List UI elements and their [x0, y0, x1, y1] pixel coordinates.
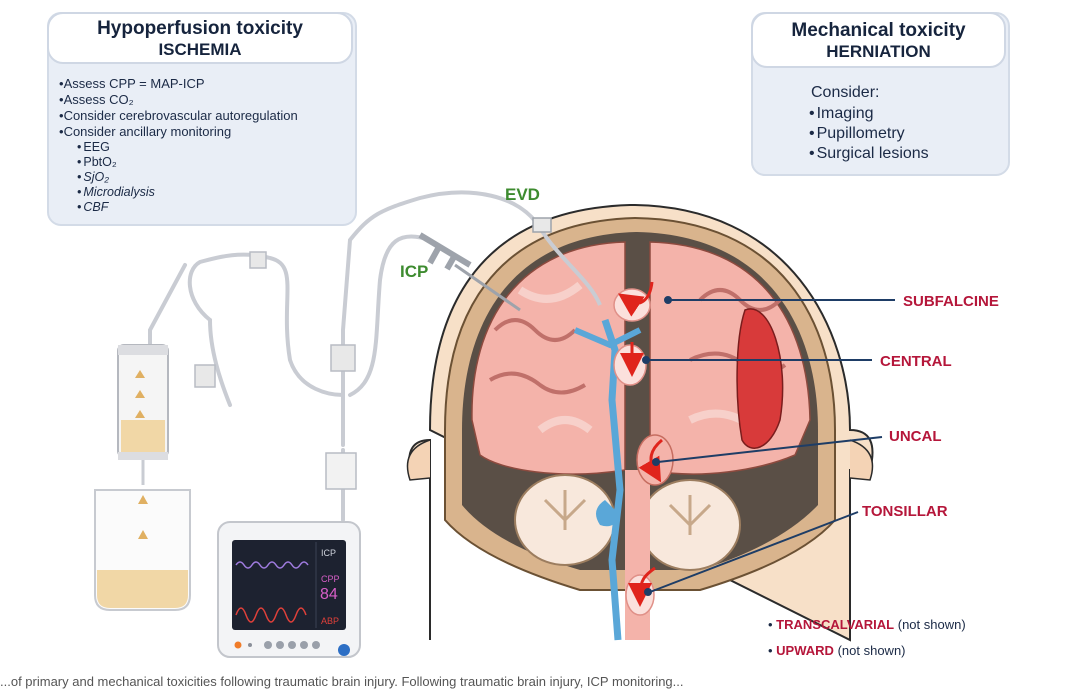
note-transcalvarial: TRANSCALVARIAL (not shown)	[768, 617, 966, 632]
ischemia-panel: Hypoperfusion toxicity ISCHEMIA Assess C…	[47, 12, 357, 226]
monitoring-item: Microdialysis	[77, 185, 298, 200]
central-label: CENTRAL	[880, 353, 952, 370]
note-upward: UPWARD (not shown)	[768, 643, 906, 658]
hematoma	[736, 308, 784, 449]
note-suffix: (not shown)	[897, 617, 966, 632]
herniation-consider: Consider:	[811, 84, 880, 101]
monitor-cpp-label: CPP	[321, 574, 340, 584]
monitoring-item: PbtO₂	[77, 155, 298, 170]
herniation-list: Imaging Pupillometry Surgical lesions	[809, 104, 929, 164]
herniation-item: Surgical lesions	[809, 144, 929, 164]
note-key: TRANSCALVARIAL	[768, 617, 894, 632]
clamp	[249, 251, 267, 269]
herniation-panel: Mechanical toxicity HERNIATION Consider:…	[751, 12, 1010, 176]
note-suffix: (not shown)	[837, 643, 906, 658]
monitoring-sublist: EEG PbtO₂ SjO₂ Microdialysis CBF	[77, 140, 298, 215]
note-key: UPWARD	[768, 643, 834, 658]
herniation-subtitle: HERNIATION	[826, 42, 931, 61]
monitoring-item: EEG	[77, 140, 298, 155]
figure-caption: ...of primary and mechanical toxicities …	[0, 674, 684, 689]
tonsillar-label: TONSILLAR	[862, 503, 948, 520]
subfalcine-arrow	[618, 281, 654, 317]
uncal-label: UNCAL	[889, 428, 942, 445]
icp-label: ICP	[400, 262, 428, 281]
ischemia-header: Hypoperfusion toxicity ISCHEMIA	[47, 12, 353, 64]
monitor-icp-label: ICP	[321, 548, 336, 558]
ischemia-item: Consider ancillary monitoring	[59, 124, 298, 140]
herniation-item: Imaging	[809, 104, 929, 124]
subfalcine-label: SUBFALCINE	[903, 293, 999, 310]
stopcock	[330, 344, 356, 372]
drip-chamber	[117, 344, 169, 460]
ischemia-list: Assess CPP = MAP-ICP Assess CO₂ Consider…	[59, 76, 298, 215]
head-cross-section	[406, 203, 874, 642]
ischemia-item: Consider cerebrovascular autoregulation	[59, 108, 298, 124]
drainage-bag	[94, 489, 191, 611]
tonsillar-arrow	[628, 566, 656, 607]
monitor-cpp-value: 84	[320, 586, 338, 603]
ischemia-item: Assess CPP = MAP-ICP	[59, 76, 298, 92]
ischemia-title: Hypoperfusion toxicity	[97, 18, 303, 39]
transducer-box	[325, 452, 357, 490]
herniation-header: Mechanical toxicity HERNIATION	[751, 12, 1006, 68]
uncal-arrow	[638, 438, 663, 483]
patient-monitor	[217, 521, 361, 658]
tubing	[148, 190, 542, 522]
monitoring-item: CBF	[77, 200, 298, 215]
herniation-title: Mechanical toxicity	[791, 20, 966, 41]
catheters	[418, 217, 602, 312]
leader-lines	[642, 296, 895, 596]
evd-label: EVD	[505, 185, 540, 204]
stopcock-2	[194, 364, 216, 388]
ischemia-subtitle: ISCHEMIA	[158, 40, 242, 59]
monitor-abp-label: ABP	[321, 616, 339, 626]
ischemia-item: Assess CO₂	[59, 92, 298, 108]
herniation-item: Pupillometry	[809, 124, 929, 144]
monitoring-item: SjO₂	[77, 170, 298, 185]
